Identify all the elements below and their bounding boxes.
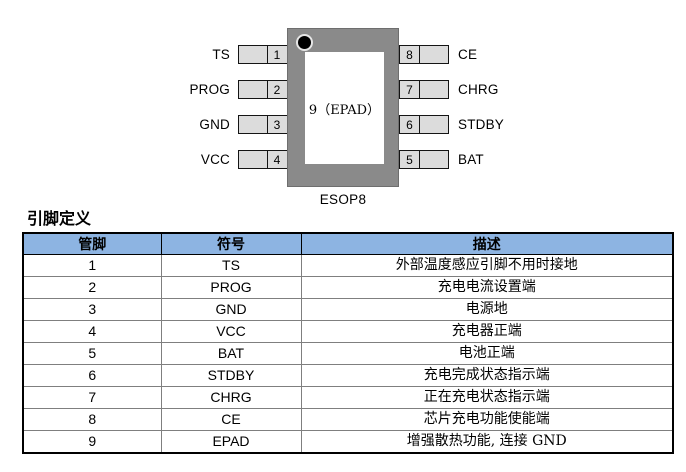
pin-label-stdby: STDBY bbox=[458, 117, 505, 132]
pin-pad bbox=[418, 150, 449, 169]
cell-symbol: EPAD bbox=[160, 430, 302, 454]
cell-symbol: CE bbox=[160, 408, 302, 431]
cell-pin: 4 bbox=[22, 320, 162, 343]
pin-pad bbox=[238, 80, 268, 99]
cell-symbol: VCC bbox=[160, 320, 302, 343]
pin-label-ts: TS bbox=[212, 47, 230, 62]
pin-number: 4 bbox=[266, 150, 288, 169]
pin-pad bbox=[238, 45, 268, 64]
cell-description: 外部温度感应引脚不用时接地 bbox=[300, 254, 674, 277]
pin-6: 6 bbox=[399, 115, 449, 134]
pin1-indicator-dot bbox=[296, 34, 313, 51]
section-title: 引脚定义 bbox=[27, 209, 92, 228]
chip-body: 9（EPAD） bbox=[287, 28, 399, 187]
pin-number: 3 bbox=[266, 115, 288, 134]
cell-pin: 6 bbox=[22, 364, 162, 387]
pin-label-chrg: CHRG bbox=[458, 82, 499, 97]
cell-symbol: TS bbox=[160, 254, 302, 277]
pin-pad bbox=[418, 80, 449, 99]
pin-label-vcc: VCC bbox=[200, 152, 230, 167]
pin-label-bat: BAT bbox=[458, 152, 484, 167]
header-symbol: 符号 bbox=[160, 232, 302, 255]
epad-label: 9（EPAD） bbox=[308, 102, 381, 118]
epad-area: 9（EPAD） bbox=[305, 52, 384, 164]
cell-symbol: GND bbox=[160, 298, 302, 321]
header-pin: 管脚 bbox=[22, 232, 162, 255]
pin-number: 8 bbox=[399, 45, 420, 64]
pin-number: 6 bbox=[399, 115, 420, 134]
pin-number: 7 bbox=[399, 80, 420, 99]
pin-pad bbox=[238, 115, 268, 134]
pin-number: 2 bbox=[266, 80, 288, 99]
cell-description: 电池正端 bbox=[300, 342, 674, 365]
pin-label-prog: PROG bbox=[189, 82, 230, 97]
pin-pad bbox=[238, 150, 268, 169]
cell-pin: 2 bbox=[22, 276, 162, 299]
cell-pin: 7 bbox=[22, 386, 162, 409]
cell-description: 充电电流设置端 bbox=[300, 276, 674, 299]
pin-pad bbox=[418, 45, 449, 64]
pin-number: 5 bbox=[399, 150, 420, 169]
cell-description: 芯片充电功能使能端 bbox=[300, 408, 674, 431]
cell-pin: 3 bbox=[22, 298, 162, 321]
pin-8: 8 bbox=[399, 45, 449, 64]
pin-label-ce: CE bbox=[458, 47, 478, 62]
cell-symbol: BAT bbox=[160, 342, 302, 365]
pin-7: 7 bbox=[399, 80, 449, 99]
cell-pin: 9 bbox=[22, 430, 162, 454]
cell-symbol: PROG bbox=[160, 276, 302, 299]
pin-2: 2 bbox=[238, 80, 288, 99]
package-label: ESOP8 bbox=[319, 192, 367, 207]
cell-description: 正在充电状态指示端 bbox=[300, 386, 674, 409]
pin-number: 1 bbox=[266, 45, 288, 64]
cell-symbol: CHRG bbox=[160, 386, 302, 409]
pin-1: 1 bbox=[238, 45, 288, 64]
cell-pin: 8 bbox=[22, 408, 162, 431]
cell-pin: 5 bbox=[22, 342, 162, 365]
pin-4: 4 bbox=[238, 150, 288, 169]
table-header-row: 管脚 符号 描述 bbox=[22, 232, 674, 255]
pin-label-gnd: GND bbox=[199, 117, 230, 132]
cell-description: 电源地 bbox=[300, 298, 674, 321]
pin-5: 5 bbox=[399, 150, 449, 169]
pin-pad bbox=[418, 115, 449, 134]
cell-description: 增强散热功能, 连接 GND bbox=[300, 430, 674, 454]
header-description: 描述 bbox=[300, 232, 674, 255]
cell-description: 充电完成状态指示端 bbox=[300, 364, 674, 387]
cell-symbol: STDBY bbox=[160, 364, 302, 387]
cell-description: 充电器正端 bbox=[300, 320, 674, 343]
cell-pin: 1 bbox=[22, 254, 162, 277]
pin-3: 3 bbox=[238, 115, 288, 134]
